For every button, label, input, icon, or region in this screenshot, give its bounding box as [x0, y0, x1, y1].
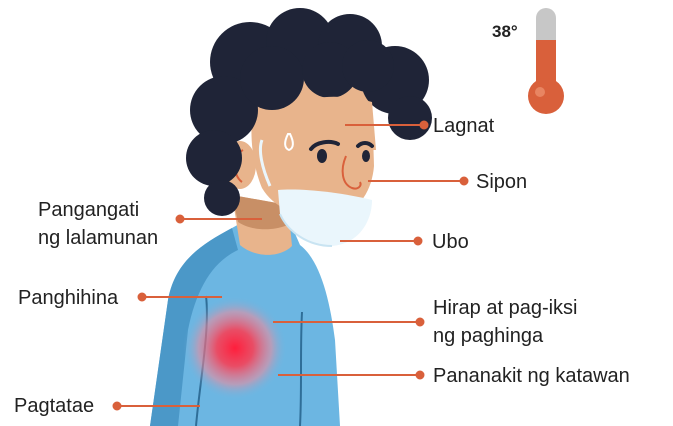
label-pangangati-line2: ng lalamunan — [38, 226, 158, 250]
label-pagtatae: Pagtatae — [14, 394, 94, 418]
label-pananakit: Pananakit ng katawan — [433, 364, 630, 388]
thermometer-icon — [528, 8, 564, 114]
label-lagnat: Lagnat — [433, 114, 494, 138]
label-panghihina: Panghihina — [18, 286, 118, 310]
pain-indicator — [183, 296, 287, 400]
label-ubo: Ubo — [432, 230, 469, 254]
label-hirap-line1: Hirap at pag-iksi — [433, 296, 578, 320]
label-sipon: Sipon — [476, 170, 527, 194]
label-pangangati-line1: Pangangati — [38, 198, 139, 222]
label-hirap-line2: ng paghinga — [433, 324, 543, 348]
temperature-reading: 38° — [492, 22, 518, 42]
